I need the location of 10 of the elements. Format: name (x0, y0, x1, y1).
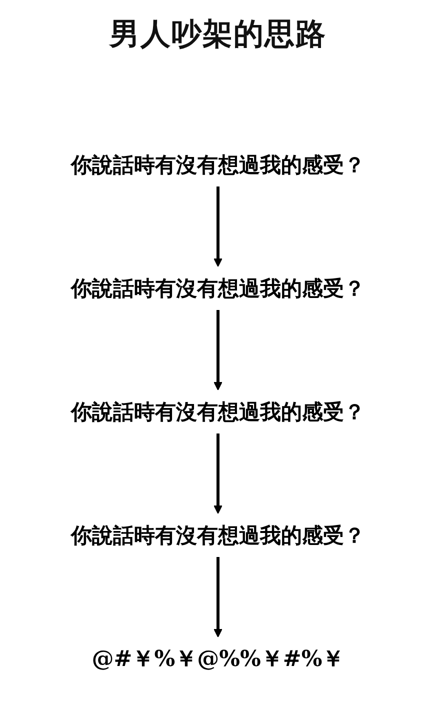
question-text: 你說話時有沒有想過我的感受？ (71, 399, 365, 424)
arrow (214, 310, 222, 390)
arrow (214, 434, 222, 514)
question-text: 你說話時有沒有想過我的感受？ (71, 276, 365, 300)
question-text: 你說話時有沒有想過我的感受？ (71, 522, 365, 548)
arrow (214, 186, 222, 267)
arrow (214, 557, 222, 638)
question-text: 你說話時有沒有想過我的感受？ (71, 152, 365, 177)
symbol-string: @#￥%￥@%%￥#%￥ (92, 646, 344, 672)
title: 男人吵架的思路 (108, 16, 328, 54)
